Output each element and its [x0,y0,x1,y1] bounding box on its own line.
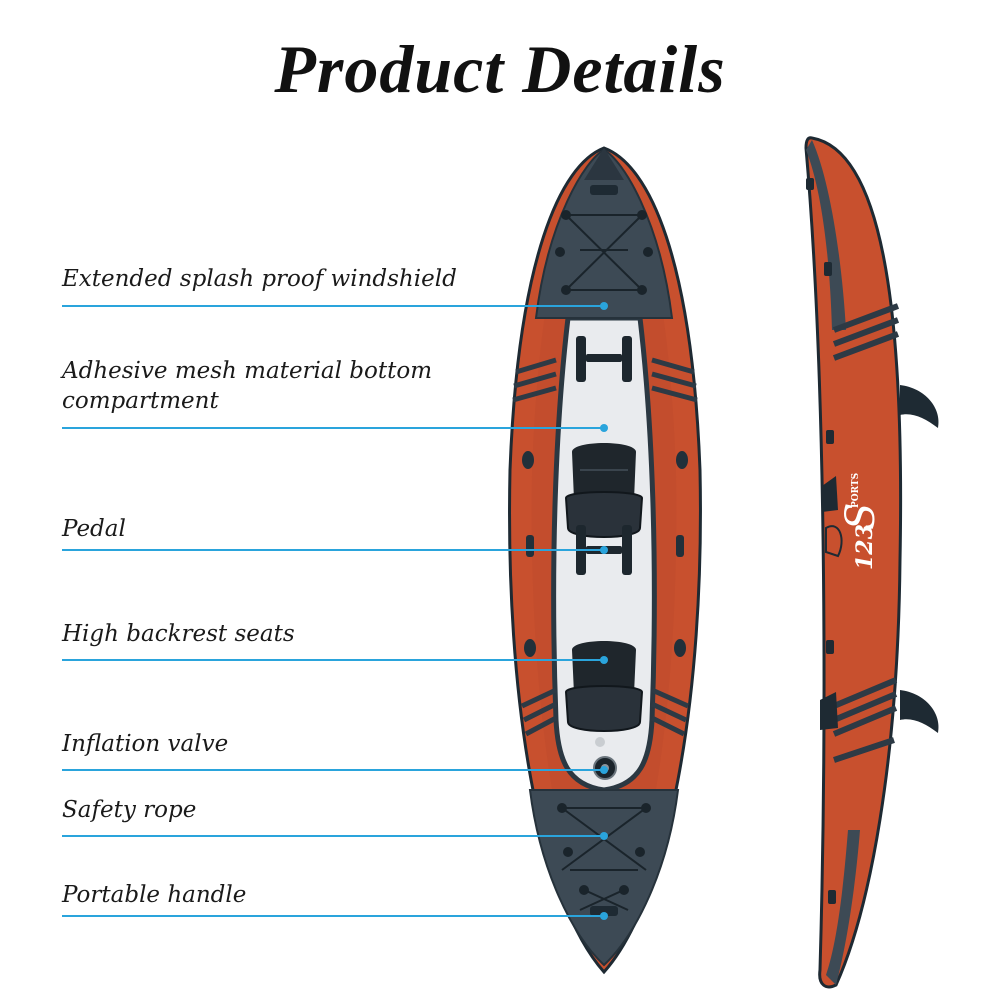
svg-text:123: 123 [852,524,878,570]
callout-label-mesh-compartment: Adhesive mesh material bottom compartmen… [62,358,432,414]
callout-label-safety-rope: Safety rope [62,797,197,823]
callout-dot-windshield [600,302,608,310]
svg-text:S: S [838,503,884,530]
callout-label-inflation-valve: Inflation valve [62,731,229,757]
callout-line-pedal [62,549,604,551]
page-title: Product Details [274,31,726,107]
kayak-side-view: 123 S PORTS [804,136,939,989]
callout-line-seats [62,659,604,661]
callout-dot-mesh-compartment [600,424,608,432]
callout-dot-pedal [600,546,608,554]
callout-label-portable-handle: Portable handle [62,882,247,908]
callout-line-mesh-compartment [62,427,604,429]
kayak-top-view [508,146,702,975]
callout-label-seats: High backrest seats [62,621,295,647]
brand-logo: 123 S PORTS [838,473,884,570]
callout-line-safety-rope [62,835,604,837]
callout-line-inflation-valve [62,769,604,771]
front-seat [564,443,644,538]
rear-seat [564,641,644,732]
callout-dot-safety-rope [600,832,608,840]
callout-dot-portable-handle [600,912,608,920]
callout-line-windshield [62,305,604,307]
callout-dot-seats [600,656,608,664]
callout-label-windshield: Extended splash proof windshield [62,266,457,292]
svg-text:PORTS: PORTS [851,473,861,508]
callout-label-pedal: Pedal [62,516,126,542]
callout-line-portable-handle [62,915,604,917]
callout-dot-inflation-valve [600,766,608,774]
